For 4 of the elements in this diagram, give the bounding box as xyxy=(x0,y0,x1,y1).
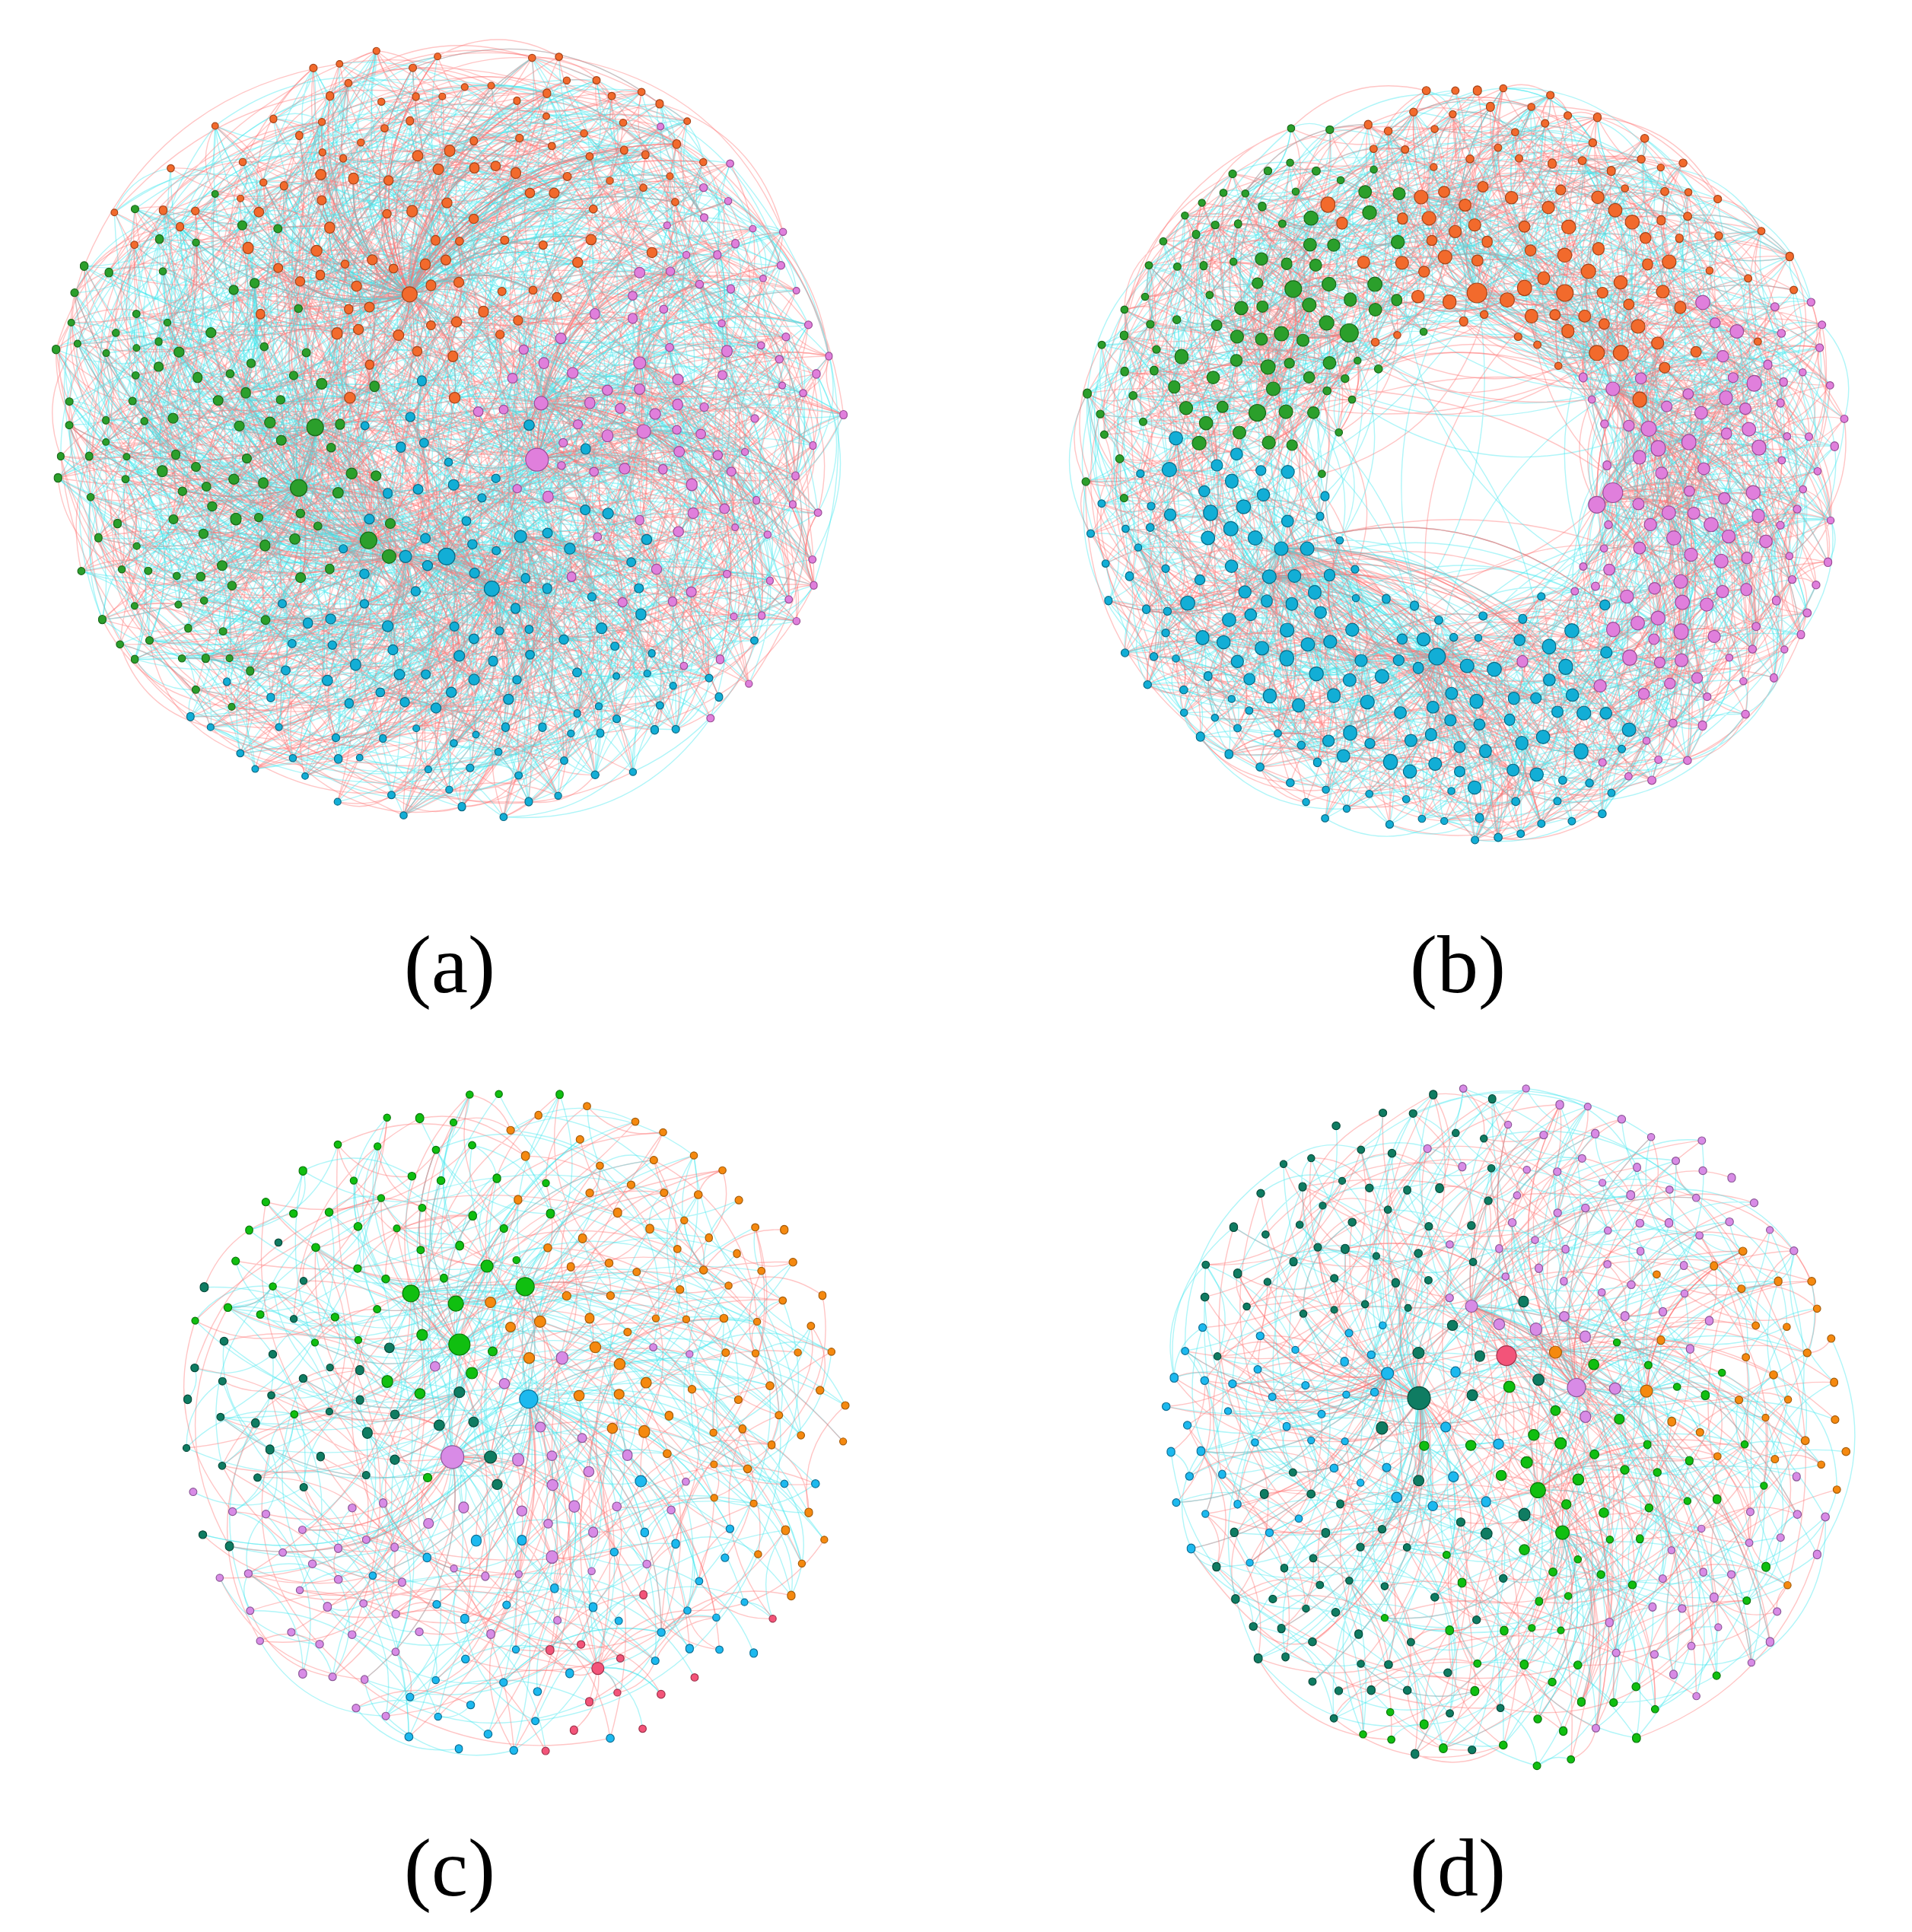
panel-label: (c) xyxy=(403,1821,496,1914)
panel-label: (a) xyxy=(403,918,496,1011)
panel-label: (d) xyxy=(1409,1821,1506,1914)
panel-label: (b) xyxy=(1409,918,1506,1011)
